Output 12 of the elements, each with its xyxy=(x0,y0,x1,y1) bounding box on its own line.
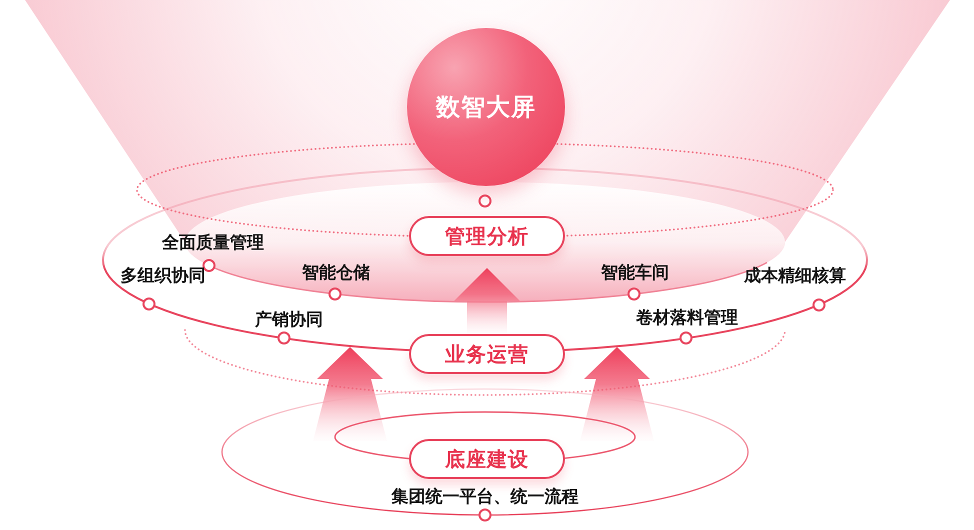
layer-box: 管理分析 xyxy=(409,216,565,256)
item-label: 全面质量管理 xyxy=(162,233,264,253)
layer-box: 业务运营 xyxy=(409,334,565,374)
item-label: 智能仓储 xyxy=(302,263,370,283)
item-label: 产销协同 xyxy=(255,310,323,330)
item-label: 多组织协同 xyxy=(120,266,206,286)
item-label: 智能车间 xyxy=(601,263,669,283)
item-label: 卷材落料管理 xyxy=(636,308,738,328)
block-arrow xyxy=(454,268,520,334)
layer-box: 底座建设 xyxy=(409,439,565,479)
item-label: 集团统一平台、统一流程 xyxy=(392,487,578,507)
item-label: 成本精细核算 xyxy=(744,266,846,286)
